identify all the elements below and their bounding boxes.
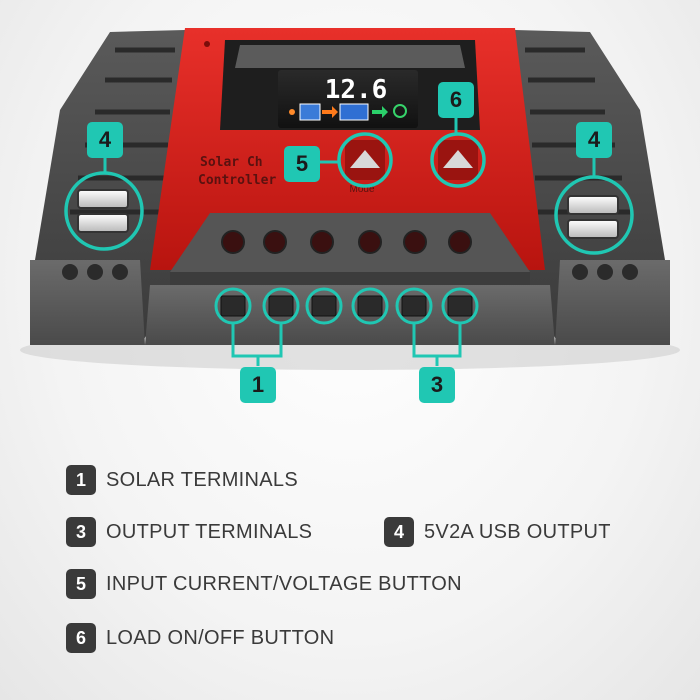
input-button-highlight [337,132,393,188]
legend-badge: 6 [66,623,96,653]
legend-item-load-button: 6 LOAD ON/OFF BUTTON [66,620,334,656]
load-button[interactable] [438,140,478,180]
legend-item-usb: 4 5V2A USB OUTPUT [384,514,611,550]
right-usb-ports [554,158,634,255]
legend-badge: 1 [66,465,96,495]
legend-label: LOAD ON/OFF BUTTON [106,626,335,649]
load-button-highlight [430,132,486,188]
front-base [145,285,555,345]
legend-label: 5V2A USB OUTPUT [424,520,611,543]
charge-controller-photo: 12.6 Solar Ch Controller Mode [20,28,680,370]
legend-item-input-button: 5 INPUT CURRENT/VOLTAGE BUTTON [66,566,462,602]
legend-label: INPUT CURRENT/VOLTAGE BUTTON [106,572,462,595]
front-terminals [214,287,479,325]
callout-output-terminals: 3 [419,367,455,403]
body-label-line1: Solar Ch [200,155,263,170]
mode-button-label: Mode [349,184,374,195]
mode-button[interactable] [345,140,385,180]
display-voltage: 12.6 [325,75,388,105]
callout-usb-right: 4 [576,122,612,158]
callout-input-button: 5 [284,146,320,182]
legend-label: OUTPUT TERMINALS [106,520,313,543]
legend-item-output: 3 OUTPUT TERMINALS [66,514,312,550]
terminal-brackets [231,323,462,366]
left-housing [30,30,185,345]
legend-badge: 4 [384,517,414,547]
body-label-line2: Controller [198,173,276,188]
terminal-ledge [170,213,530,290]
legend-label: SOLAR TERMINALS [106,468,298,491]
left-usb-ports [64,158,144,251]
legend-item-solar: 1 SOLAR TERMINALS [66,462,298,498]
callout-load-button: 6 [438,82,474,118]
legend-badge: 3 [66,517,96,547]
callout-solar-terminals: 1 [240,367,276,403]
display-status-icons [289,103,407,121]
legend-badge: 5 [66,569,96,599]
right-housing [515,30,670,345]
callout-usb-left: 4 [87,122,123,158]
